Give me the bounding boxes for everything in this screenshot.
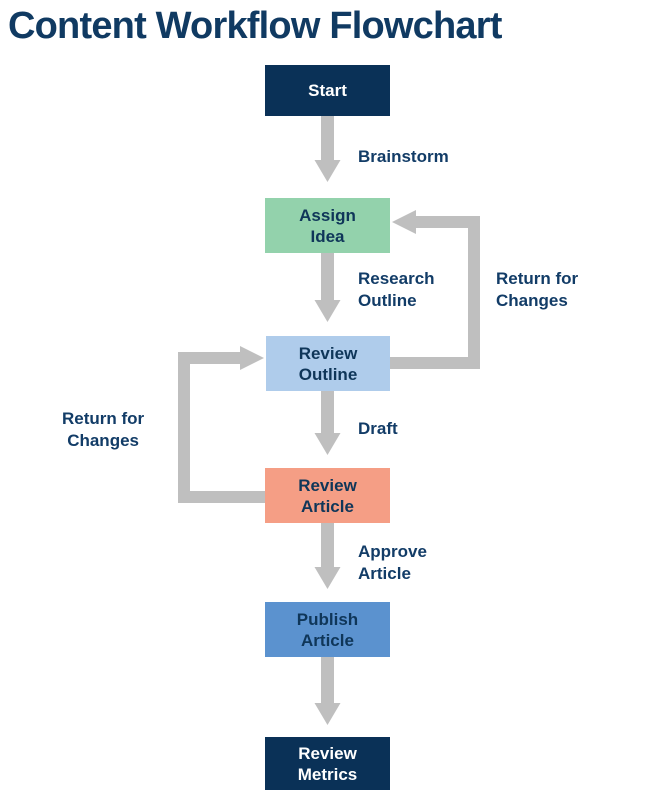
node-publish-article-label: Publish Article (296, 609, 359, 650)
node-review-article-label: Review Article (298, 475, 357, 516)
edge-review-outline-back-to-assign-idea (389, 210, 480, 369)
edge-label-research-outline: Research Outline (358, 269, 435, 310)
edge-review-outline-to-review-article (314, 391, 341, 455)
node-review-metrics[interactable]: Review Metrics (265, 737, 390, 790)
edge-label-draft: Draft (358, 419, 398, 438)
node-review-metrics-label: Review Metrics (297, 743, 358, 784)
edge-label-approve-article: Approve Article (358, 542, 427, 583)
edge-label-return-for-changes-right: Return for Changes (496, 269, 579, 310)
node-publish-article[interactable]: Publish Article (265, 602, 390, 657)
page-title: Content Workflow Flowchart (8, 5, 502, 47)
edge-assign-idea-to-review-outline (314, 253, 341, 322)
edge-review-article-back-to-review-outline (178, 346, 266, 503)
node-start[interactable]: Start (265, 65, 390, 116)
node-assign-idea-label: Assign Idea (299, 205, 356, 246)
edge-start-to-assign-idea (314, 116, 341, 182)
edge-review-article-to-publish-article (314, 523, 341, 589)
edge-publish-article-to-review-metrics (314, 657, 341, 725)
node-review-article[interactable]: Review Article (265, 468, 390, 523)
node-review-outline[interactable]: Review Outline (266, 336, 390, 391)
edge-label-return-for-changes-left: Return for Changes (62, 409, 145, 450)
node-review-outline-label: Review Outline (298, 343, 358, 384)
edge-label-brainstorm: Brainstorm (358, 147, 449, 166)
node-start-label: Start (308, 81, 347, 100)
node-assign-idea[interactable]: Assign Idea (265, 198, 390, 253)
